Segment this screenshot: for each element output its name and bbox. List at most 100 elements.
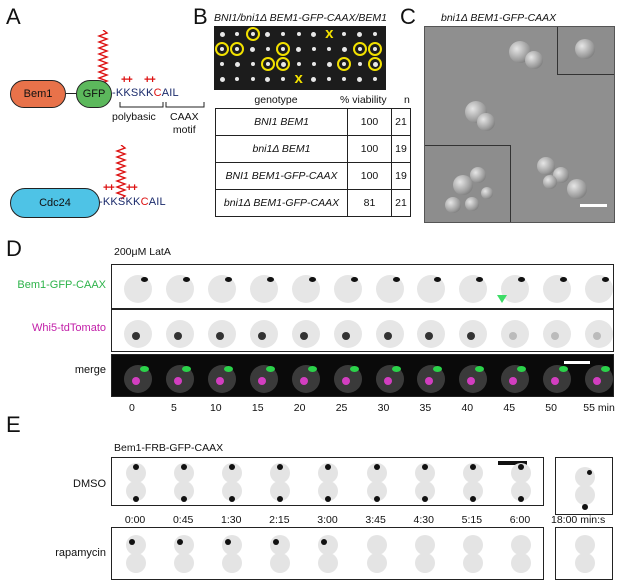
seq-cys: C [140, 196, 149, 208]
bem1-patch [560, 277, 568, 282]
bem1-patch [182, 277, 190, 282]
dead-spore-mark: x [325, 25, 334, 42]
time-tick: 20 [293, 402, 306, 414]
yeast-cell [270, 481, 291, 501]
time-tick: 50 [545, 402, 557, 414]
colony [372, 61, 378, 67]
merge-signal [425, 377, 434, 385]
yeast-cell [174, 463, 195, 483]
yeast-cell [470, 167, 486, 183]
merge-green-patch [307, 366, 317, 372]
yeast-cell [575, 39, 595, 59]
time-tick: 35 [419, 402, 432, 414]
seq-ail: AIL [161, 87, 179, 99]
colony [327, 77, 332, 81]
yeast-cell [510, 463, 531, 483]
bem1-patch [518, 277, 526, 282]
yeast-cell [510, 481, 531, 501]
yeast-cell [453, 175, 473, 195]
bem1-patch [277, 496, 284, 502]
bem1-domain: Bem1 [10, 80, 66, 108]
yeast-cell [462, 553, 483, 573]
colony [296, 32, 301, 36]
bem1-patch [133, 496, 139, 502]
strip-dmso [111, 457, 544, 506]
whi5-nucleus [299, 332, 308, 340]
colony [250, 46, 256, 52]
yeast-cell [366, 463, 387, 483]
time-tick: 4:30 [413, 514, 434, 526]
whi5-nucleus [425, 332, 434, 340]
yeast-cell [525, 51, 543, 69]
bem1-patch [133, 464, 139, 470]
bem1-patch [517, 496, 524, 502]
whi5-nucleus [551, 332, 560, 340]
strip-merge [111, 354, 614, 397]
seq-cys: C [153, 87, 162, 99]
seq-polybasic: -KKSKK [99, 196, 141, 208]
time-tick: 25 [335, 402, 348, 414]
n-cell: 21 [391, 108, 411, 136]
viability-cell: 100 [347, 135, 392, 163]
panel-label-e: E [6, 412, 21, 437]
gfp-label: GFP [82, 88, 106, 100]
merge-signal [299, 377, 308, 385]
merge-green-patch [559, 366, 569, 372]
merge-signal [551, 377, 560, 385]
colony [265, 76, 271, 82]
yeast-cell [462, 481, 483, 501]
whi5-nucleus [257, 332, 266, 340]
yeast-cell [575, 553, 595, 573]
merge-signal [593, 377, 602, 385]
bem1-patch [476, 277, 484, 282]
time-tick: 40 [461, 402, 474, 414]
row-label-merge: merge [74, 364, 106, 376]
merge-green-patch [475, 366, 485, 372]
yeast-cell [414, 481, 435, 501]
whi5-nucleus [509, 332, 518, 340]
yeast-cell [270, 535, 291, 555]
yeast-cell [318, 553, 339, 573]
yeast-cell [465, 197, 479, 211]
bem1-patch [224, 277, 232, 282]
circle-marker [276, 42, 291, 56]
time-tick: 55 min [583, 402, 615, 414]
circle-marker [260, 57, 275, 71]
bem1-patch [308, 277, 316, 282]
whi5-nucleus [593, 332, 602, 340]
yeast-cell [537, 157, 555, 175]
charge-plus: ++ [126, 182, 138, 194]
bem1-label: Bem1 [23, 88, 53, 100]
colony [265, 31, 271, 37]
charge-plus: ++ [103, 182, 115, 194]
scale-bar [498, 461, 527, 465]
yeast-cell [318, 535, 339, 555]
merge-signal [132, 377, 140, 385]
colony [311, 76, 317, 82]
colony [235, 47, 240, 51]
latA-label: 200μM LatA [114, 246, 171, 258]
bem1-patch [229, 496, 236, 502]
merge-signal [215, 377, 224, 385]
time-tick: 2:15 [269, 514, 290, 526]
seq-polybasic: -KKSKK [112, 87, 154, 99]
n-cell: 19 [391, 135, 411, 163]
yeast-cell [462, 463, 483, 483]
colony [235, 32, 240, 36]
yeast-cell [366, 481, 387, 501]
strip-rapamycin-late [555, 527, 613, 580]
header-n: n [404, 94, 410, 106]
time-tick: 5 [170, 402, 177, 414]
caax-label-line2: motif [172, 124, 196, 136]
yeast-cell [366, 535, 387, 555]
bem1-patch [469, 464, 476, 470]
viability-cell: 100 [347, 162, 392, 190]
whi5-nucleus [215, 332, 224, 340]
bem1-patch [177, 539, 184, 545]
colony [357, 76, 363, 82]
merge-signal [467, 377, 476, 385]
time-tick: 6:00 [509, 514, 531, 526]
colony [373, 47, 377, 51]
